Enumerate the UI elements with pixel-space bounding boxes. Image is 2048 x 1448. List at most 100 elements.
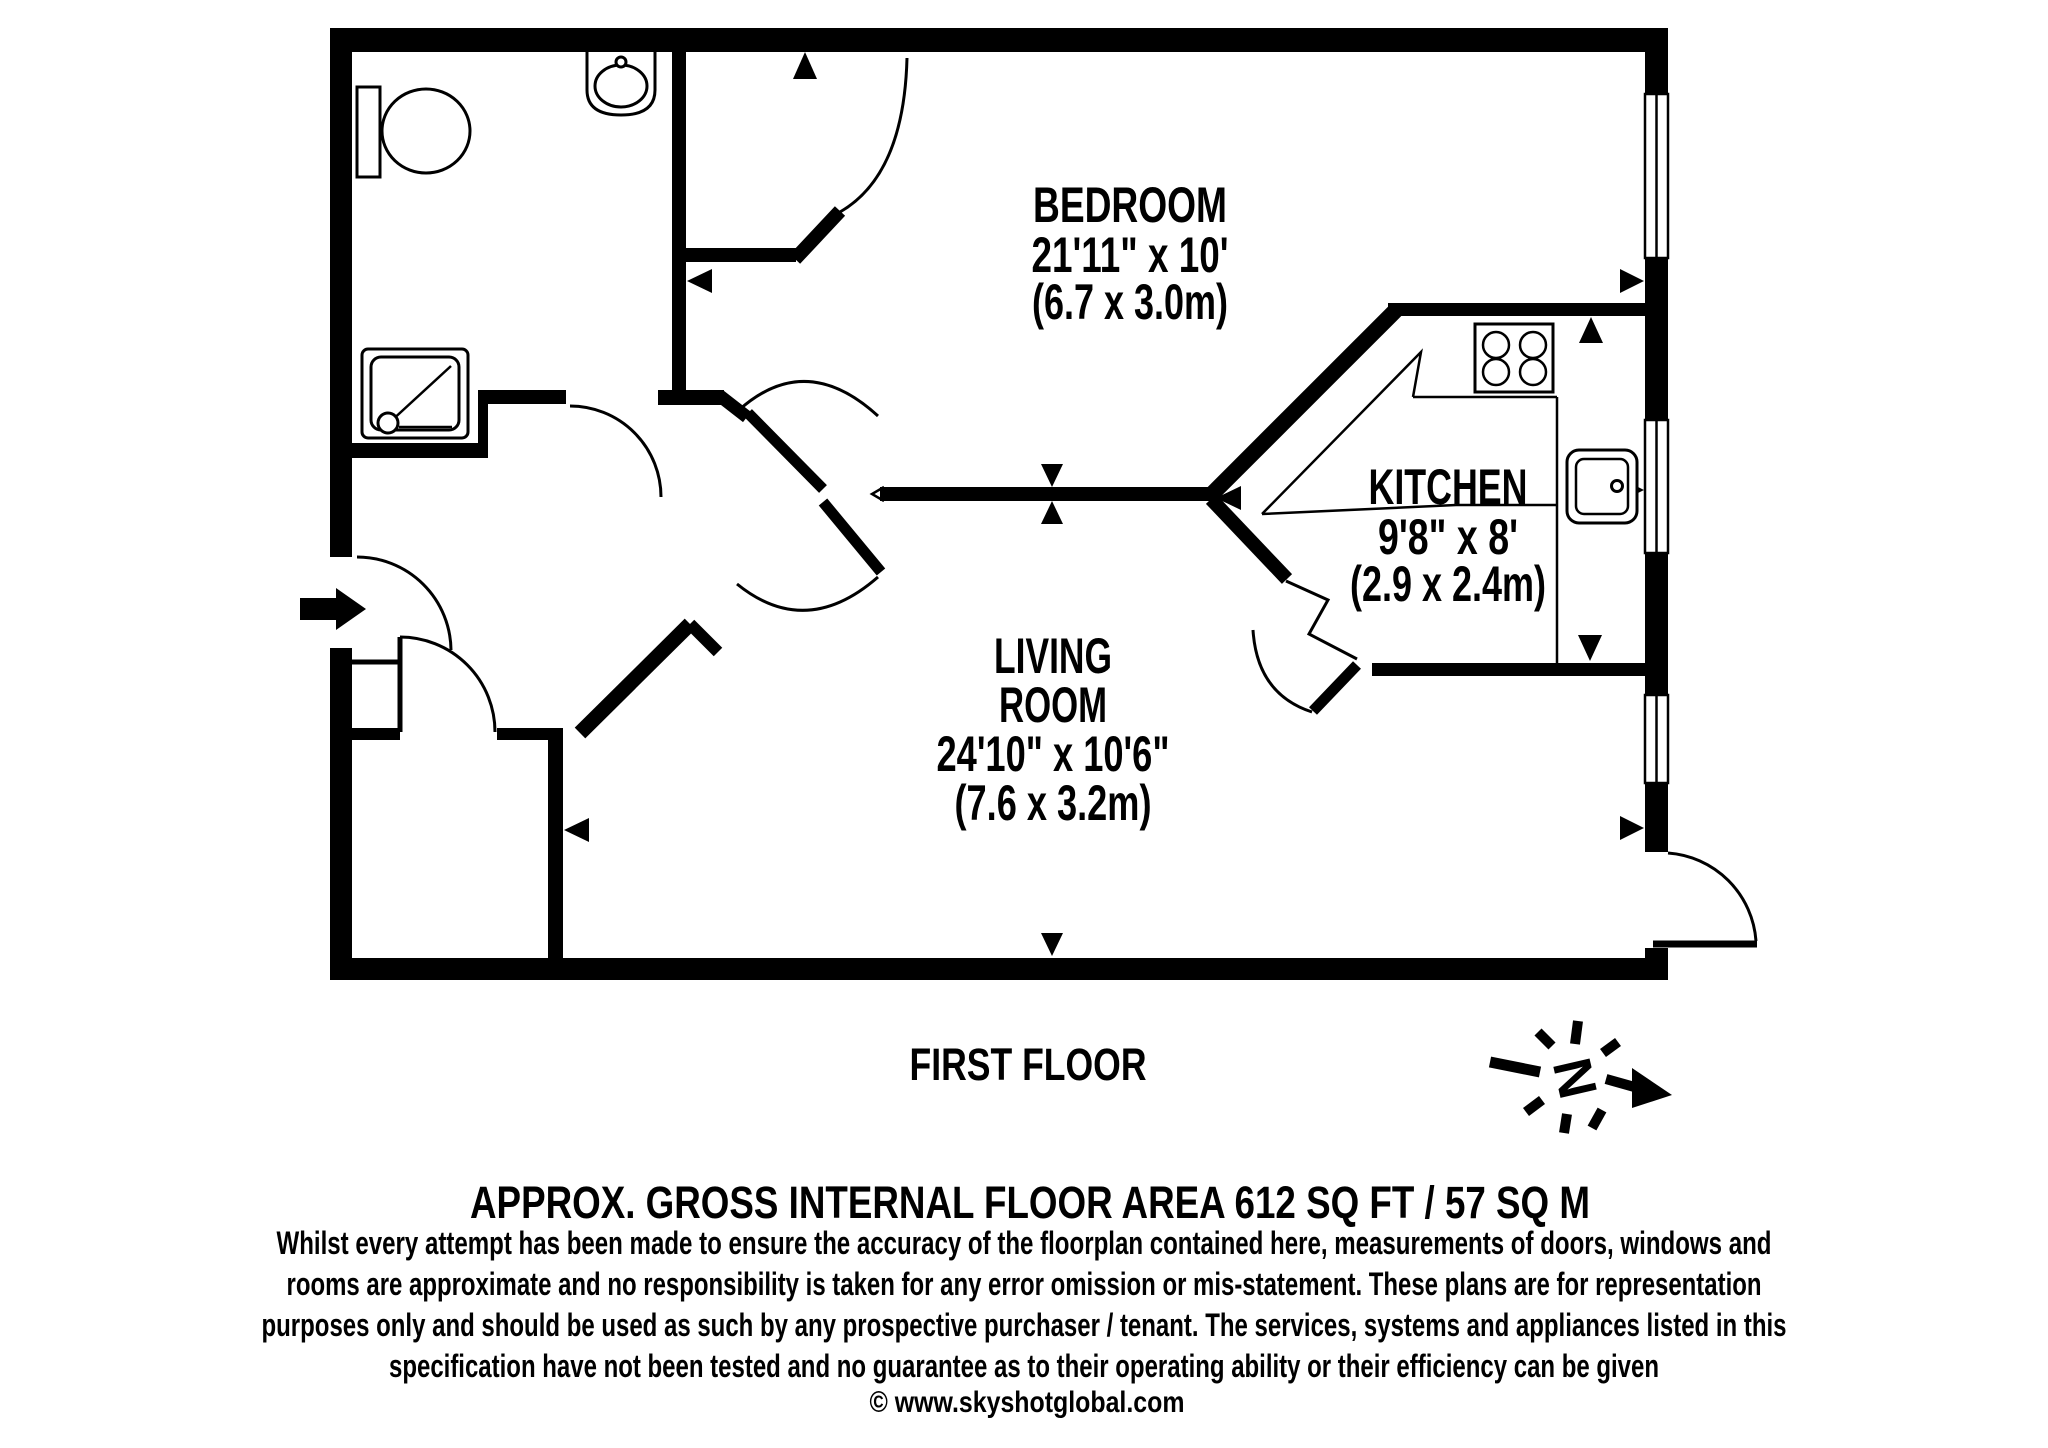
arrow-left-living-icon [564,818,589,842]
wall-bedroom-door [686,248,796,262]
hob-burner-2 [1518,330,1548,360]
compass-dash-s [1559,1113,1572,1134]
wall-hall-diagonal [574,618,696,739]
arrow-down-divider-icon [1041,464,1063,487]
north-compass: N [1488,1020,1672,1134]
wall-bathroom-bottom-right [478,390,566,404]
sink-tap-icon [1610,479,1624,493]
arrow-left-bedroom-icon [687,269,712,293]
wall-right-top-corner [1645,28,1668,94]
entry-arrow-icon [300,588,366,630]
double-door-arc-lower [736,575,879,612]
wall-bathroom-jog [478,397,488,458]
arrow-down-kitchen-icon [1578,635,1602,661]
double-door-arc-upper [737,380,880,418]
wall-right-seg1 [1645,258,1668,420]
outer-walls [330,28,1668,980]
wall-storage-top-left [352,728,400,740]
wall-storage-top-right [497,728,563,740]
room-labels: BEDROOM 21'11" x 10' (6.7 x 3.0m) KITCHE… [937,177,1547,831]
kitchen-accordion-door [1285,579,1358,661]
area-title: APPROX. GROSS INTERNAL FLOOR AREA 612 SQ… [470,1177,1590,1228]
kitchen-dims-metric: (2.9 x 2.4m) [1350,556,1546,612]
wall-kitchen-bottom [1372,663,1645,676]
bedroom-dims-imperial: 21'11" x 10' [1032,227,1229,283]
arrow-right-bedroom-icon [1620,269,1644,293]
windows [1643,92,1670,785]
basin-bowl-icon [593,63,649,109]
cupboard-door-arc [399,635,497,733]
interior-walls [352,50,1645,958]
shower-drain-icon [376,411,400,435]
kitchen-dims-imperial: 9'8" x 8' [1378,509,1518,565]
toilet-bowl-icon [380,87,472,175]
counter-edge-diagonal [1261,348,1423,515]
wall-kitchen-top [1388,303,1645,316]
kitchen-label: KITCHEN [1369,459,1528,515]
arrow-up-divider-icon [1041,501,1063,524]
wall-bathroom-right [672,50,686,398]
wall-bedroom-living-divider [880,487,1214,501]
wall-bedroom-door-cap [789,206,846,264]
disclaimer-line-2: rooms are approximate and no responsibil… [287,1266,1762,1302]
balcony-door-arc [1667,851,1758,942]
captions: FIRST FLOOR APPROX. GROSS INTERNAL FLOOR… [262,1039,1787,1419]
hob-burner-1 [1481,330,1511,360]
kitchen-door-arc [1251,629,1313,714]
wall-left-upper [330,28,352,557]
bathroom-door-arc [569,404,663,498]
wall-hall-top [658,390,724,405]
disclaimer-line-4: specification have not been tested and n… [389,1348,1659,1384]
bedroom-dims-metric: (6.7 x 3.0m) [1032,274,1228,330]
double-door-meeting-notch [869,485,885,503]
wall-right-seg3 [1645,783,1668,852]
bedroom-label: BEDROOM [1033,177,1227,233]
wall-right-bottom-corner [1645,948,1668,980]
counter-front-edge [1261,503,1457,516]
basin-tap-icon [614,55,628,69]
wall-right-seg2 [1645,553,1668,695]
compass-arrowhead-icon [1632,1068,1672,1108]
wall-bathroom-bottom-left [352,443,482,458]
entry-door-arc [356,555,453,651]
wall-hall-diagonal-cap [685,619,723,657]
shower-diagonal-line [388,365,452,424]
double-door-leaf-lower [818,498,886,576]
compass-dash-n [1570,1020,1583,1045]
kitchen-door-leaf [1309,661,1361,715]
arrow-left-kitchen-icon [1216,486,1241,510]
arrow-up-kitchen-icon [1579,317,1603,343]
living-room-dims-imperial: 24'10" x 10'6" [937,726,1170,782]
credit-line: © www.skyshotglobal.com [870,1386,1185,1419]
bathroom-fixtures [355,52,657,440]
wall-bottom [330,958,1668,980]
compass-dash-ne [1600,1037,1621,1058]
living-room-dims-metric: (7.6 x 3.2m) [955,775,1152,831]
wall-hall-top-cap [716,390,751,423]
compass-dash-se [1587,1107,1607,1131]
wall-kitchen-diagonal-lower [1205,494,1293,584]
kitchen-fixtures [1261,322,1639,663]
compass-dash-sw [1523,1096,1545,1116]
shower-tray-inner [369,355,461,432]
arrow-up-top-wall-icon [793,52,817,79]
arrow-right-living-icon [1620,816,1644,840]
hob-burner-3 [1481,357,1511,387]
compass-dash-nw [1534,1028,1556,1050]
toilet-cistern-icon [355,85,382,179]
doors [300,57,1758,948]
bedroom-door-arc [839,57,909,214]
disclaimer-line-3: purposes only and should be used as such… [262,1307,1787,1343]
wall-top [330,28,1668,52]
living-room-label-line2: ROOM [999,677,1107,733]
double-door-leaf-upper [744,409,827,493]
living-room-label-line1: LIVING [994,628,1112,684]
floor-label: FIRST FLOOR [910,1039,1147,1090]
disclaimer-line-1: Whilst every attempt has been made to en… [277,1225,1772,1261]
compass-north-letter: N [1542,1052,1609,1103]
measure-arrows [564,52,1644,956]
compass-dash-w [1488,1056,1542,1078]
sink-inner [1574,457,1630,516]
